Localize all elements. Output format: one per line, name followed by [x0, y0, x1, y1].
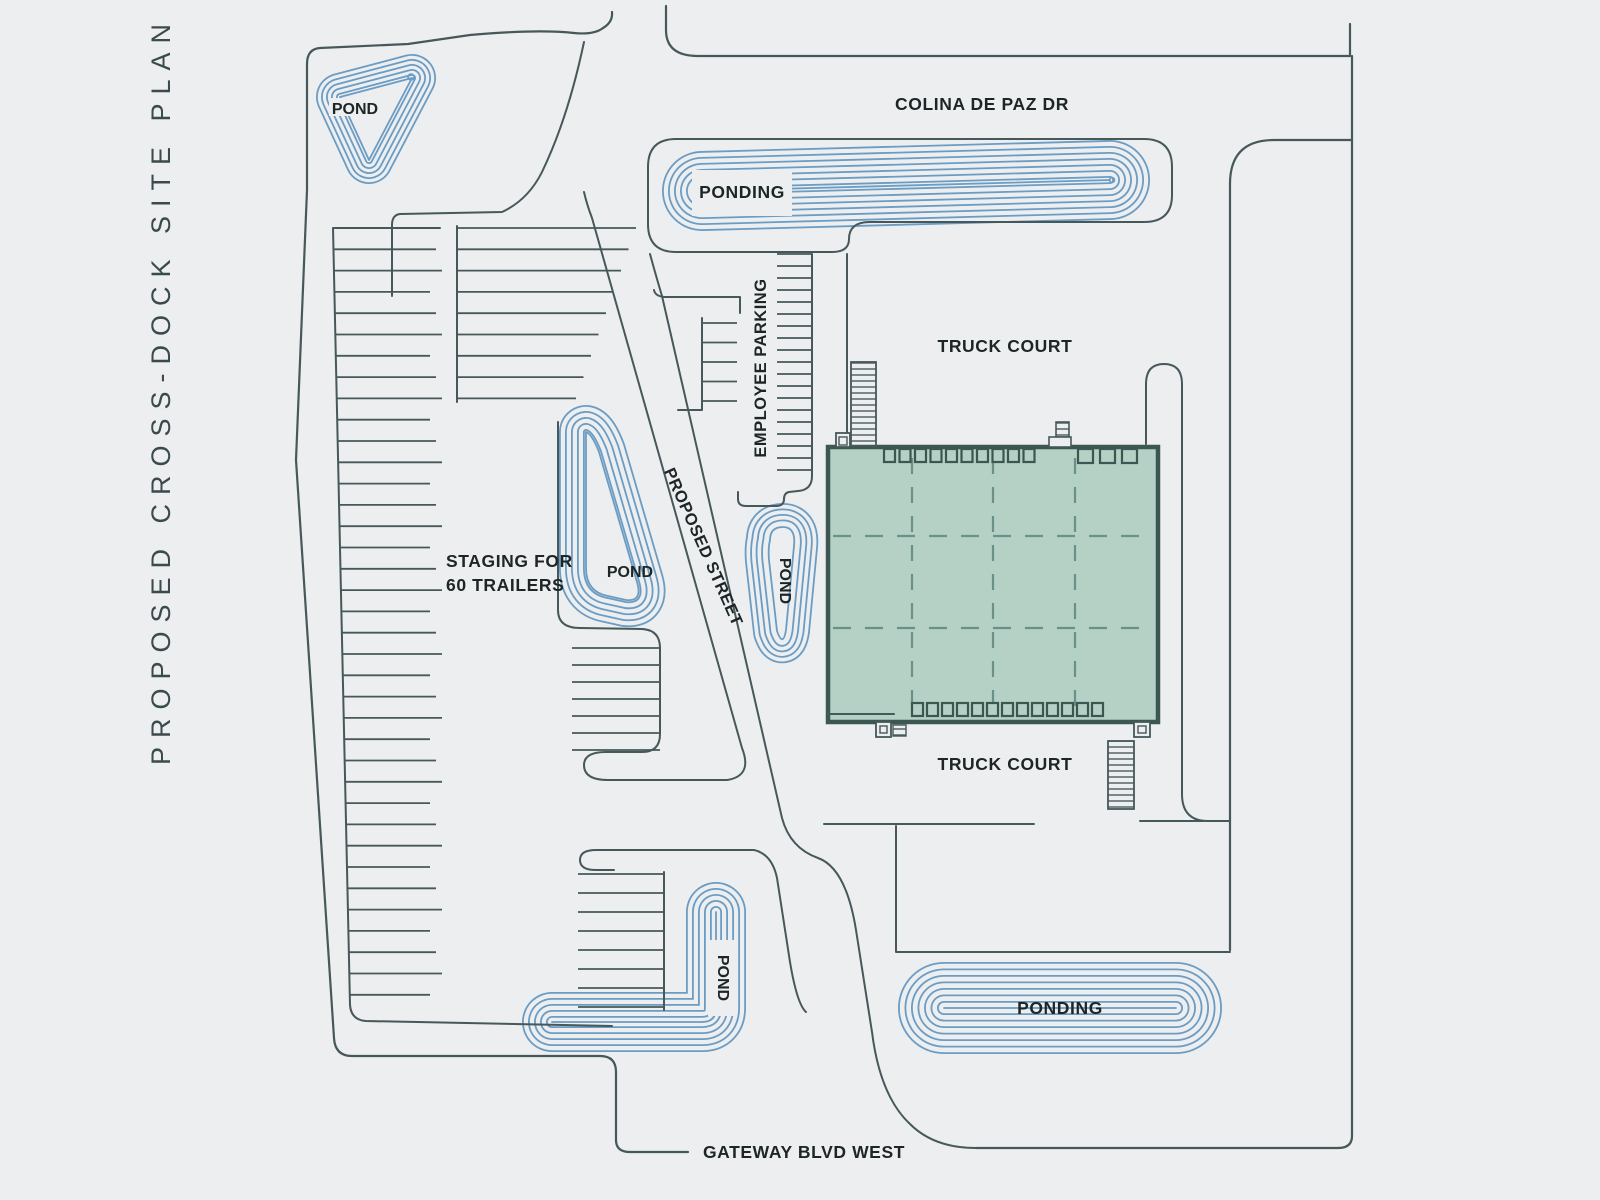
dock-door [1030, 701, 1045, 718]
label-colina-de-paz-dr: COLINA DE PAZ DR [895, 94, 1069, 114]
label-truck-court-top: TRUCK COURT [938, 336, 1073, 356]
dock-door [991, 447, 1005, 464]
dock-door [1075, 701, 1090, 718]
dock-door [1076, 447, 1095, 465]
pond-contour-dot [1108, 176, 1116, 184]
dock-door [1090, 701, 1105, 718]
site-boundary-east [974, 54, 1354, 1150]
dock-door [960, 447, 974, 464]
dock-door [970, 701, 985, 718]
dock-door [1060, 701, 1075, 718]
label-ponding-bottom: PONDING [1017, 998, 1103, 1018]
pond-mid-left [559, 405, 666, 628]
pond-contour-dot [407, 73, 415, 81]
dock-door [944, 447, 959, 464]
bottom-comb-curbs [579, 849, 807, 1013]
ramp-bottom-right [1107, 721, 1151, 810]
dock-door [1015, 701, 1030, 718]
pond-top-left [316, 54, 436, 184]
colina-road-line [664, 4, 1352, 58]
building-south-curb [823, 820, 1205, 825]
pond-contour [767, 526, 796, 641]
east-strip-curb [1228, 138, 1354, 952]
dock-door [898, 447, 912, 464]
label-pond-bottom-left: POND [714, 955, 731, 1001]
label-gateway-blvd-west: GATEWAY BLVD WEST [703, 1142, 905, 1162]
label-truck-court-bottom: TRUCK COURT [938, 754, 1073, 774]
dock-doors [882, 447, 1139, 718]
dock-door [940, 701, 955, 718]
dock-door [1120, 447, 1139, 465]
label-ponding-top: PONDING [699, 182, 785, 202]
label-staging-line-2: 60 TRAILERS [446, 575, 564, 595]
pond-top-left-curb [391, 41, 585, 297]
parking-staging-stripes [333, 227, 812, 1008]
site-boundary-west [294, 10, 690, 1154]
label-employee-parking: EMPLOYEE PARKING [752, 278, 770, 457]
stub-bottom-left [875, 721, 907, 738]
dock-door [882, 447, 897, 464]
page-title: PROPOSED CROSS-DOCK SITE PLAN [146, 15, 176, 765]
cross-dock-building [825, 361, 1161, 810]
dock-door [913, 447, 928, 464]
label-pond-mid-center: POND [776, 558, 793, 604]
employee-parking-spine [737, 253, 813, 507]
dock-door [955, 701, 970, 718]
building-column-grid [833, 458, 1153, 712]
building-east-lane [1145, 363, 1231, 822]
pond-bottom-label-backing [708, 940, 734, 1016]
ponding-top-label-backing [692, 170, 792, 216]
dock-door [1045, 701, 1060, 718]
pond-contour [585, 431, 640, 602]
employee-parking-top-edge [653, 289, 741, 411]
ramp-top-left [835, 361, 877, 448]
linework-layer [294, 4, 1354, 1154]
dock-door [929, 447, 943, 464]
label-pond-mid-left: POND [607, 564, 653, 581]
dock-door [925, 701, 940, 718]
dock-door [1022, 447, 1036, 464]
dock-door [1000, 701, 1015, 718]
proposed-street-west-edge [557, 191, 747, 781]
dock-door [1098, 447, 1117, 465]
stub-top-center [1048, 421, 1072, 448]
dock-door [910, 701, 925, 718]
label-staging-line-1: STAGING FOR [446, 551, 573, 571]
pond-mid-center [744, 503, 819, 664]
dock-door [1006, 447, 1021, 464]
dock-door [975, 447, 990, 464]
label-pond-top-left: POND [332, 101, 378, 118]
south-apron-curb [895, 825, 1231, 953]
pond-top-left-label-backing [329, 98, 383, 116]
ponding-top-outline [647, 138, 1173, 253]
dock-door [985, 701, 1000, 718]
